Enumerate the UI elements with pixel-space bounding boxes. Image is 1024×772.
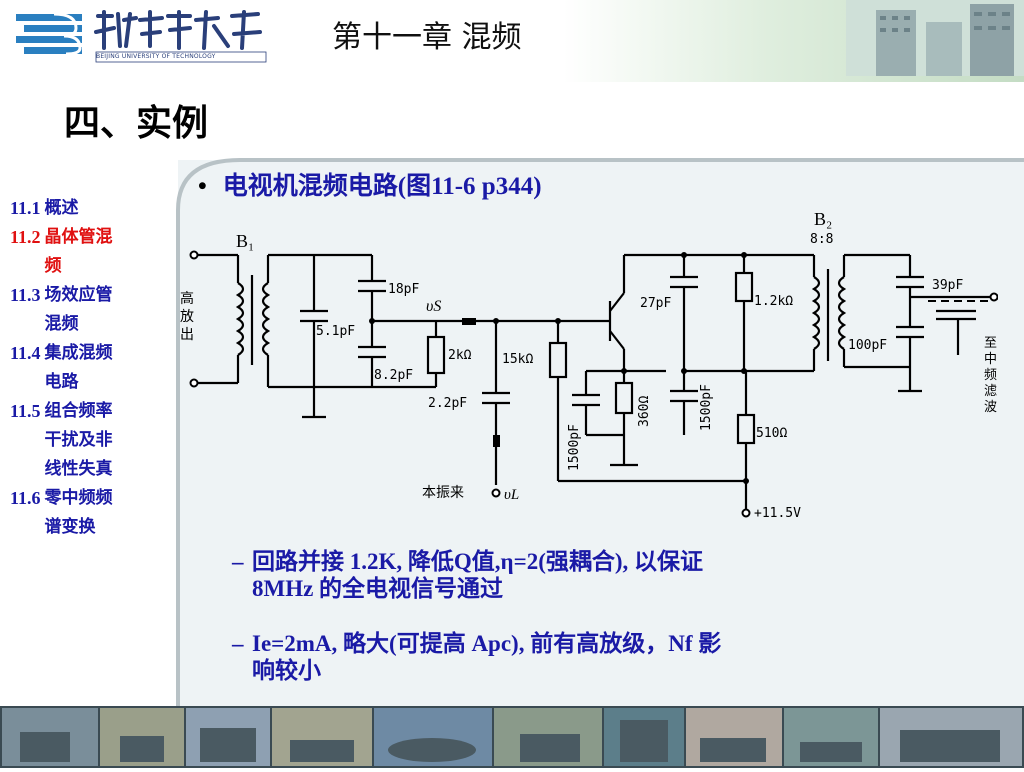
label-supply: +11.5V xyxy=(754,506,801,521)
label-c8-2: 8.2pF xyxy=(374,368,413,383)
toc-item-number: 11.4 xyxy=(10,343,41,363)
main-bullet-text: 电视机混频电路(图11-6 p344) xyxy=(222,173,542,200)
toc-item-label: 概述 xyxy=(44,198,79,218)
label-output-1: 至 xyxy=(984,336,997,351)
main-bullet: • 电视机混频电路(图11-6 p344) xyxy=(198,166,542,202)
toc-item-label: 组合频率干扰及非线性失真 xyxy=(44,401,113,479)
label-input-2: 放 xyxy=(180,309,194,325)
label-c1500b: 1500pF xyxy=(699,384,714,431)
label-input-3: 出 xyxy=(180,327,194,343)
campus-photos xyxy=(2,708,1022,766)
label-ratio: 8:8 xyxy=(810,232,833,247)
label-r15k: 15kΩ xyxy=(502,352,533,367)
university-logo xyxy=(16,10,267,63)
label-output-4: 滤 xyxy=(984,384,997,399)
dash-2: – xyxy=(232,631,244,656)
label-output-5: 波 xyxy=(984,400,997,415)
label-vs: υS xyxy=(426,298,441,315)
bullet-dot: • xyxy=(198,173,207,200)
label-input-1: 高 xyxy=(180,290,194,307)
label-c1500a: 1500pF xyxy=(567,424,582,471)
toc-item-label: 晶体管混频 xyxy=(44,227,113,276)
toc-item-number: 11.6 xyxy=(10,488,41,508)
campus-building-photo xyxy=(846,0,1024,76)
note-2-line-1: Ie=2mA, 略大(可提高 Apc), 前有高放级，Nf 影 xyxy=(252,631,722,656)
toc-item-number: 11.3 xyxy=(10,285,41,305)
label-c100: 100pF xyxy=(848,338,887,353)
note-2-line-2: 响较小 xyxy=(252,658,321,683)
toc-item-number: 11.5 xyxy=(10,401,41,421)
toc-item-number: 11.2 xyxy=(10,227,41,247)
label-local-osc: 本振来 xyxy=(422,485,464,501)
label-output-3: 频 xyxy=(984,368,997,383)
label-c18: 18pF xyxy=(388,282,419,297)
note-1-line-2: 8MHz 的全电视信号通过 xyxy=(252,576,504,601)
university-english-name: BEIJING UNIVERSITY OF TECHNOLOGY xyxy=(96,53,216,60)
label-b2: B₂ xyxy=(814,209,832,229)
dash-1: – xyxy=(232,549,244,574)
note-1-line-1: 回路并接 1.2K, 降低Q值,η=2(强耦合), 以保证 xyxy=(252,549,704,574)
side-panel xyxy=(0,160,178,706)
mixer-circuit-diagram: B₁ B₂ 8:8 高 放 出 至 中 频 滤 波 18pF 5.1pF 8.2… xyxy=(180,209,998,521)
label-c5-1: 5.1pF xyxy=(316,324,355,339)
label-r1-2k: 1.2kΩ xyxy=(754,294,793,309)
label-vl: υL xyxy=(504,487,519,503)
label-r2k: 2kΩ xyxy=(448,348,472,363)
label-r510: 510Ω xyxy=(756,426,787,441)
label-r360: 360Ω xyxy=(637,396,652,427)
note-2: – Ie=2mA, 略大(可提高 Apc), 前有高放级，Nf 影 响较小 xyxy=(232,630,992,684)
header-bar: BEIJING UNIVERSITY OF TECHNOLOGY 第十一章 混频 xyxy=(0,0,1024,82)
toc-item-label: 零中频频谱变换 xyxy=(44,488,113,537)
toc-item-label: 场效应管混频 xyxy=(44,285,113,334)
label-b1: B₁ xyxy=(236,231,254,251)
chapter-title: 第十一章 混频 xyxy=(332,20,522,55)
label-c27: 27pF xyxy=(640,296,671,311)
footer-photo-strip xyxy=(0,706,1024,768)
label-c39: 39pF xyxy=(932,278,963,293)
label-output-2: 中 xyxy=(984,352,997,367)
section-title: 四、实例 xyxy=(64,103,209,144)
toc-item-number: 11.1 xyxy=(10,198,41,218)
label-c2-2: 2.2pF xyxy=(428,396,467,411)
note-1: – 回路并接 1.2K, 降低Q值,η=2(强耦合), 以保证 8MHz 的全电… xyxy=(232,548,992,602)
toc-item-label: 集成混频电路 xyxy=(44,343,113,392)
